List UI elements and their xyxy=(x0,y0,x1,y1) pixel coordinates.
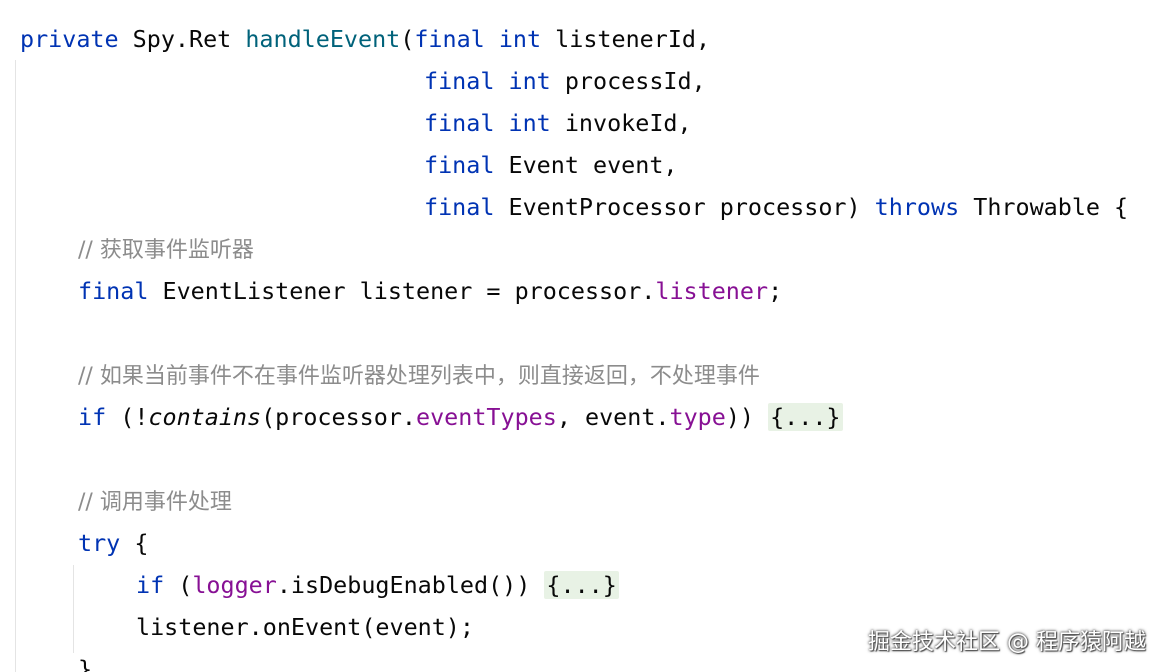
field-reference: listener xyxy=(655,277,769,305)
code-text xyxy=(485,25,499,53)
keyword: final xyxy=(424,109,495,137)
comment: // 调用事件处理 xyxy=(78,490,232,515)
code-text: (processor. xyxy=(261,403,416,431)
code-text xyxy=(494,67,508,95)
keyword: throws xyxy=(874,193,960,221)
indent-guide xyxy=(15,60,16,672)
code-line-14[interactable]: if (logger.isDebugEnabled()) {...} xyxy=(136,564,619,606)
comment: // 如果当前事件不在事件监听器处理列表中，则直接返回，不处理事件 xyxy=(78,364,760,389)
code-text: Event event, xyxy=(494,151,678,179)
keyword: final xyxy=(414,25,485,53)
field-reference: logger xyxy=(192,571,277,599)
keyword: final xyxy=(424,67,495,95)
code-text: listener.onEvent(event); xyxy=(136,613,474,641)
code-text: ( xyxy=(400,25,415,53)
code-text: { xyxy=(120,529,149,557)
field-reference: type xyxy=(669,403,726,431)
code-text: Throwable { xyxy=(959,193,1129,221)
keyword: final xyxy=(424,151,495,179)
code-line-15[interactable]: listener.onEvent(event); xyxy=(136,606,474,648)
keyword: if xyxy=(78,403,107,431)
code-line-10[interactable]: if (!contains(processor.eventTypes, even… xyxy=(78,396,843,438)
code-line-6[interactable]: // 获取事件监听器 xyxy=(78,228,254,270)
keyword: int xyxy=(508,109,551,137)
code-line-5[interactable]: final EventProcessor processor) throws T… xyxy=(424,186,1128,228)
code-text: , event. xyxy=(556,403,670,431)
code-text: (! xyxy=(106,403,149,431)
static-method-call: contains xyxy=(148,403,262,431)
watermark: 掘金技术社区 @ 程序猿阿越 xyxy=(868,630,1146,655)
code-line-1[interactable]: private Spy.Ret handleEvent(final int li… xyxy=(20,18,710,60)
code-text xyxy=(494,109,508,137)
keyword: int xyxy=(498,25,542,53)
folded-code-block[interactable]: {...} xyxy=(768,403,843,431)
code-text: EventListener listener = processor. xyxy=(148,277,656,305)
code-line-7[interactable]: final EventListener listener = processor… xyxy=(78,270,782,312)
keyword: final xyxy=(78,277,149,305)
keyword: int xyxy=(508,67,551,95)
code-line-4[interactable]: final Event event, xyxy=(424,144,678,186)
code-text: processId, xyxy=(550,67,706,95)
code-text: listenerId, xyxy=(541,25,711,53)
indent-guide xyxy=(73,565,74,653)
code-line-12[interactable]: // 调用事件处理 xyxy=(78,480,232,522)
code-text: .isDebugEnabled()) xyxy=(276,571,545,599)
code-text: )) xyxy=(725,403,769,431)
comment: // 获取事件监听器 xyxy=(78,238,254,263)
keyword: if xyxy=(136,571,165,599)
code-line-3[interactable]: final int invokeId, xyxy=(424,102,692,144)
field-reference: eventTypes xyxy=(416,403,557,431)
code-text: ( xyxy=(164,571,193,599)
code-text: } xyxy=(78,655,93,672)
code-line-16[interactable]: } xyxy=(78,648,92,672)
code-text: Spy.Ret xyxy=(118,25,246,53)
code-line-13[interactable]: try { xyxy=(78,522,148,564)
code-text: EventProcessor processor) xyxy=(494,193,875,221)
keyword: try xyxy=(78,529,121,557)
keyword: private xyxy=(20,25,119,53)
keyword: final xyxy=(424,193,495,221)
code-line-9[interactable]: // 如果当前事件不在事件监听器处理列表中，则直接返回，不处理事件 xyxy=(78,354,760,396)
method-name: handleEvent xyxy=(245,25,401,53)
code-text: invokeId, xyxy=(550,109,692,137)
code-text: ; xyxy=(768,277,783,305)
folded-code-block[interactable]: {...} xyxy=(544,571,619,599)
code-line-2[interactable]: final int processId, xyxy=(424,60,706,102)
